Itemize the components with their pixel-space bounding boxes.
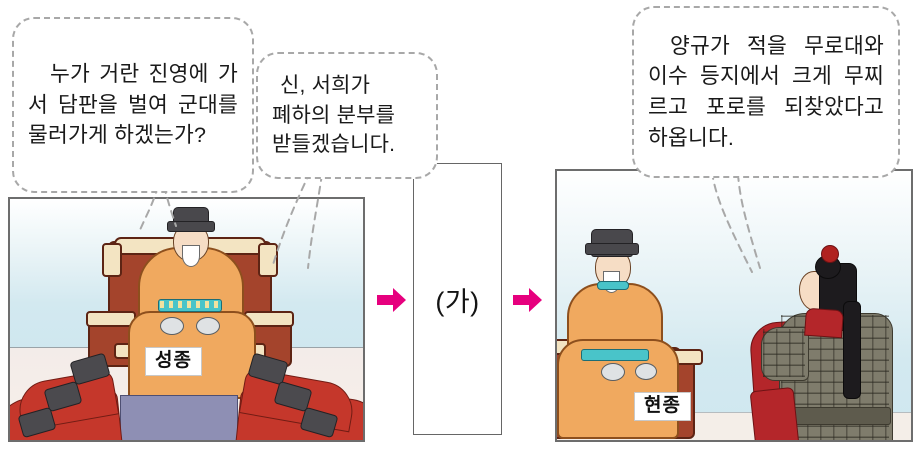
- speech-bubble-king-text: 누가 거란 진영에 가서 담판을 벌여 군대를 물러가게 하겠는가?: [28, 62, 238, 148]
- arrow-right-icon: [377, 286, 407, 319]
- speech-bubble-general: 양규가 적을 무로대와 이수 등지에서 크게 무찌르고 포로를 되찾았다고 하옵…: [632, 6, 900, 178]
- arrow-right-icon: [513, 286, 543, 319]
- speech-bubble-general-text: 양규가 적을 무로대와 이수 등지에서 크게 무찌르고 포로를 되찾았다고 하옵…: [648, 33, 884, 150]
- panel-left-scene: [8, 197, 365, 442]
- left-scene-art: [10, 199, 363, 440]
- speech-bubble-seohui: 신, 서희가 폐하의 분부를 받들겠습니다.: [256, 52, 438, 179]
- unknown-step-label: (가): [435, 286, 480, 317]
- panel-right-scene: [555, 169, 913, 442]
- nameplate-hyeonjong: 현종: [634, 392, 691, 421]
- right-scene-art: [557, 171, 911, 440]
- speech-bubble-seohui-text: 신, 서희가 폐하의 분부를 받들겠습니다.: [272, 73, 396, 157]
- nameplate-seongjong: 성종: [145, 347, 202, 376]
- speech-bubble-king: 누가 거란 진영에 가서 담판을 벌여 군대를 물러가게 하겠는가?: [12, 17, 254, 193]
- unknown-step-box: (가): [413, 163, 502, 435]
